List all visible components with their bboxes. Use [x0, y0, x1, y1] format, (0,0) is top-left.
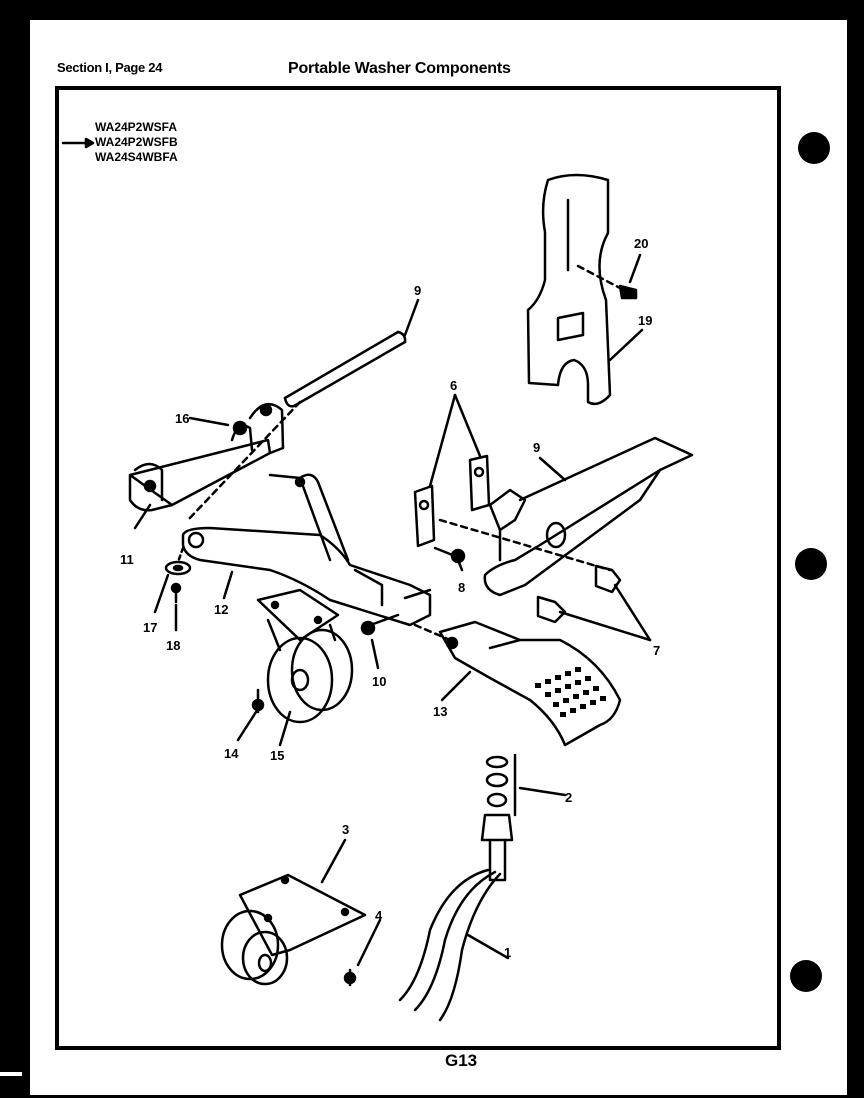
binder-hole-icon [795, 548, 827, 580]
foot-pedal [438, 620, 622, 747]
leader-line [456, 558, 464, 572]
hose [398, 868, 502, 1022]
callout-label: 1 [504, 945, 511, 960]
leader-line [628, 253, 642, 284]
leader-line [236, 710, 258, 742]
callout-label: 3 [342, 822, 349, 837]
lever-arm [181, 473, 432, 627]
leader-line [440, 670, 472, 702]
callout-label: 15 [270, 748, 284, 763]
leader-line [613, 583, 652, 642]
model-item: WA24P2WSFB [95, 135, 178, 149]
callout-label: 18 [166, 638, 180, 653]
callout-label: 12 [214, 602, 228, 617]
leader-line [370, 638, 380, 670]
leader-line [453, 393, 482, 458]
edge-mark [0, 1072, 22, 1076]
leader-line [538, 456, 567, 482]
leader-line [428, 393, 457, 488]
callout-labels: 1 2 3 4 6 7 8 9 9 10 11 12 13 14 15 16 1… [120, 236, 660, 960]
callout-label: 7 [653, 643, 660, 658]
mounting-bracket [128, 402, 285, 512]
leader-line [278, 710, 292, 747]
callout-label: 6 [450, 378, 457, 393]
callout-label: 13 [433, 704, 447, 719]
pedal-tread [535, 667, 606, 717]
callout-label: 8 [458, 580, 465, 595]
model-item: WA24S4WBFA [95, 150, 178, 164]
model-pointer-arrowhead [84, 137, 95, 149]
leader-line [356, 918, 382, 967]
leader-line [222, 570, 234, 600]
small-caster-screw [343, 968, 357, 987]
model-item: WA24P2WSFA [95, 120, 178, 134]
callout-label: 19 [638, 313, 652, 328]
caster-screw [251, 688, 265, 714]
leader-line [558, 610, 652, 642]
callout-label: 20 [634, 236, 648, 251]
callout-label: 16 [175, 411, 189, 426]
pedal-bracket [438, 436, 694, 597]
diagram-frame [55, 86, 781, 1050]
callout-label: 2 [565, 790, 572, 805]
pivot-bolt [360, 613, 400, 636]
callout-label: 9 [533, 440, 540, 455]
page-title: Portable Washer Components [288, 60, 511, 77]
model-list: WA24P2WSFA WA24P2WSFB WA24S4WBFA [95, 120, 178, 165]
leader-line [403, 298, 420, 337]
section-page-label: Section I, Page 24 [57, 60, 163, 75]
callout-label: 14 [224, 746, 239, 761]
side-bracket-plate [526, 173, 622, 406]
bushings [536, 564, 622, 624]
washer-and-screw [164, 546, 192, 604]
leader-line [320, 838, 347, 884]
leader-line [466, 933, 510, 960]
leader-line [133, 503, 152, 530]
binder-hole-icon [790, 960, 822, 992]
callout-label: 9 [414, 283, 421, 298]
center-screw [433, 546, 466, 564]
callout-label: 17 [143, 620, 157, 635]
callout-label: 11 [120, 552, 134, 567]
small-caster [220, 873, 367, 986]
footer-code: G13 [445, 1051, 478, 1070]
leader-line [608, 328, 644, 362]
caster-wheel [256, 588, 354, 724]
leader-line [188, 416, 230, 427]
hose-fitting [480, 753, 517, 882]
callout-label: 10 [372, 674, 386, 689]
leader-line [518, 786, 567, 797]
leader-line [153, 573, 170, 614]
bracket-screw [618, 284, 638, 300]
pivot-rod [186, 330, 407, 522]
clip-pieces [413, 454, 491, 548]
binder-hole-icon [798, 132, 830, 164]
callout-label: 4 [375, 908, 383, 923]
parts-sheet [30, 20, 847, 1095]
